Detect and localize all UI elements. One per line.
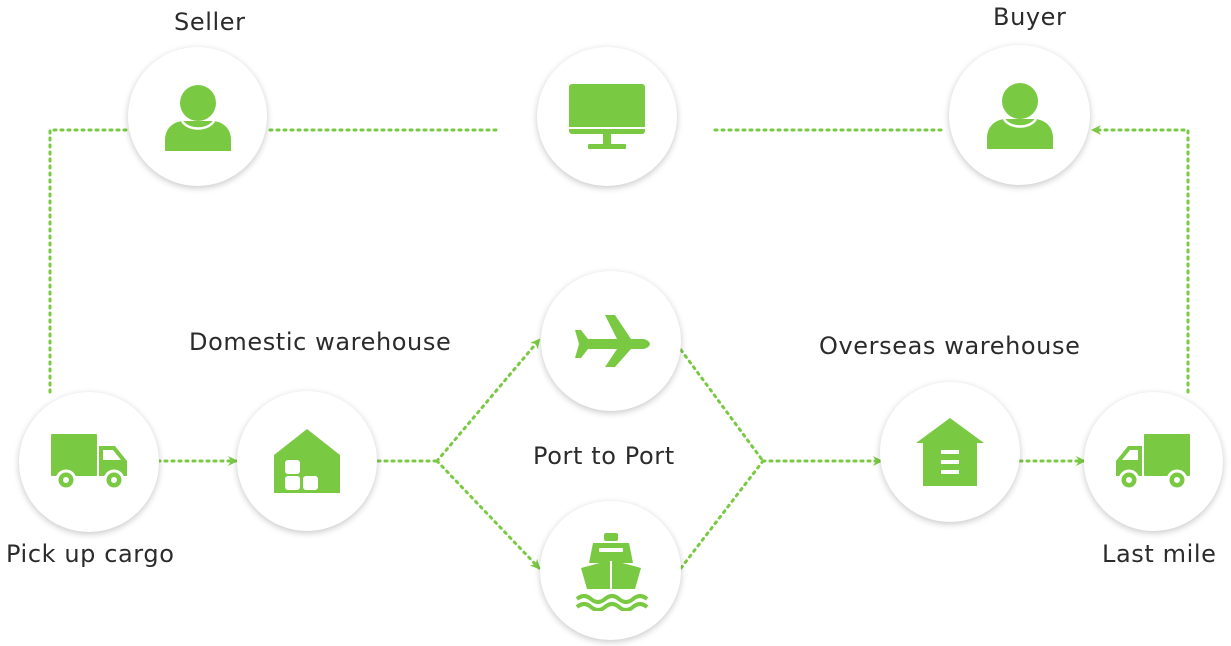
overseas-warehouse-label: Overseas warehouse [819, 332, 1081, 360]
delivery-truck-icon [1115, 433, 1190, 490]
connector-lastmile-to-buyer [1091, 125, 1190, 394]
pick-up-cargo-label: Pick up cargo [6, 540, 175, 568]
monitor-icon [569, 83, 645, 149]
platform-node [537, 47, 677, 186]
connector-hub-to-sea [435, 459, 541, 570]
domestic-warehouse-label: Domestic warehouse [189, 328, 452, 356]
user-icon [164, 84, 231, 151]
connector-air-to-merge [679, 348, 765, 463]
buyer-node [949, 45, 1090, 185]
truck-icon [51, 434, 127, 491]
last-mile-node [1084, 392, 1223, 531]
airplane-icon [575, 315, 650, 367]
buyer-label: Buyer [993, 3, 1067, 31]
pick-up-cargo-node [19, 392, 159, 532]
connector-hub-to-air [435, 338, 541, 463]
air-freight-node [541, 271, 681, 411]
connector-sea-to-merge [679, 459, 765, 570]
connector-pickup-to-seller [48, 128, 132, 394]
domestic-warehouse-node [237, 391, 377, 531]
seller-label: Seller [174, 8, 246, 36]
seller-node [128, 47, 267, 186]
port-to-port-label: Port to Port [533, 442, 675, 470]
storehouse-icon [916, 418, 984, 486]
user-icon [986, 83, 1053, 149]
warehouse-icon [274, 429, 340, 493]
sea-freight-node [540, 501, 681, 640]
ship-icon [575, 532, 648, 611]
last-mile-label: Last mile [1102, 540, 1217, 568]
overseas-warehouse-node [880, 382, 1020, 522]
